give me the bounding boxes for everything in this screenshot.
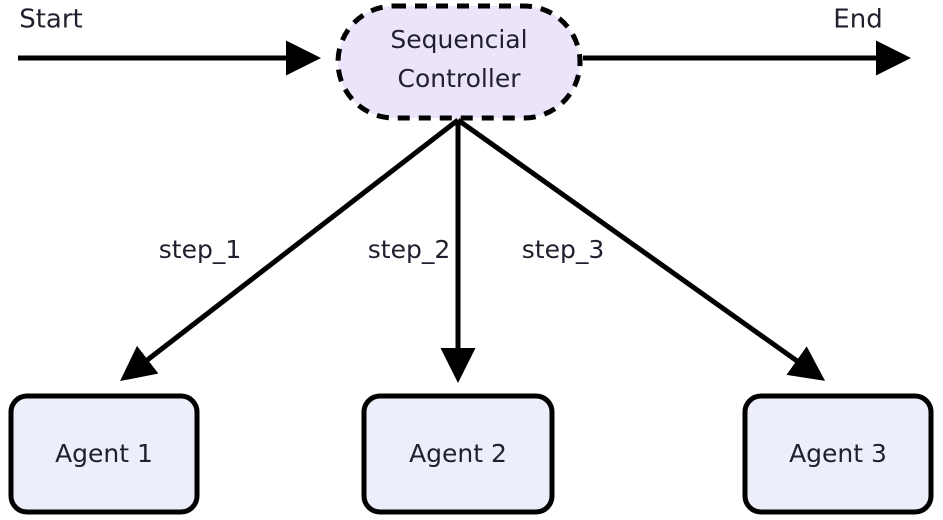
- start-label: Start: [19, 5, 83, 35]
- edge-controller-to-agent-1: [120, 118, 460, 382]
- controller-label-line-2: Controller: [398, 64, 522, 93]
- agent-2-node-shape[interactable]: [361, 393, 555, 515]
- edge-label-step-3: step_3: [522, 235, 604, 264]
- agent-1-label: Agent 1: [55, 439, 153, 468]
- controller-label-line-1: Sequencial: [390, 25, 527, 54]
- controller-node-shape[interactable]: [335, 3, 583, 121]
- edge-controller-to-agent-3: [456, 117, 826, 381]
- end-label: End: [833, 5, 882, 35]
- edge-label-step-1: step_1: [159, 235, 241, 264]
- agent-3-node-shape[interactable]: [742, 393, 934, 515]
- agent-1-node-shape[interactable]: [8, 393, 200, 515]
- agent-3-label: Agent 3: [789, 439, 887, 468]
- agent-2-label: Agent 2: [409, 439, 507, 468]
- edge-label-step-2: step_2: [368, 235, 450, 264]
